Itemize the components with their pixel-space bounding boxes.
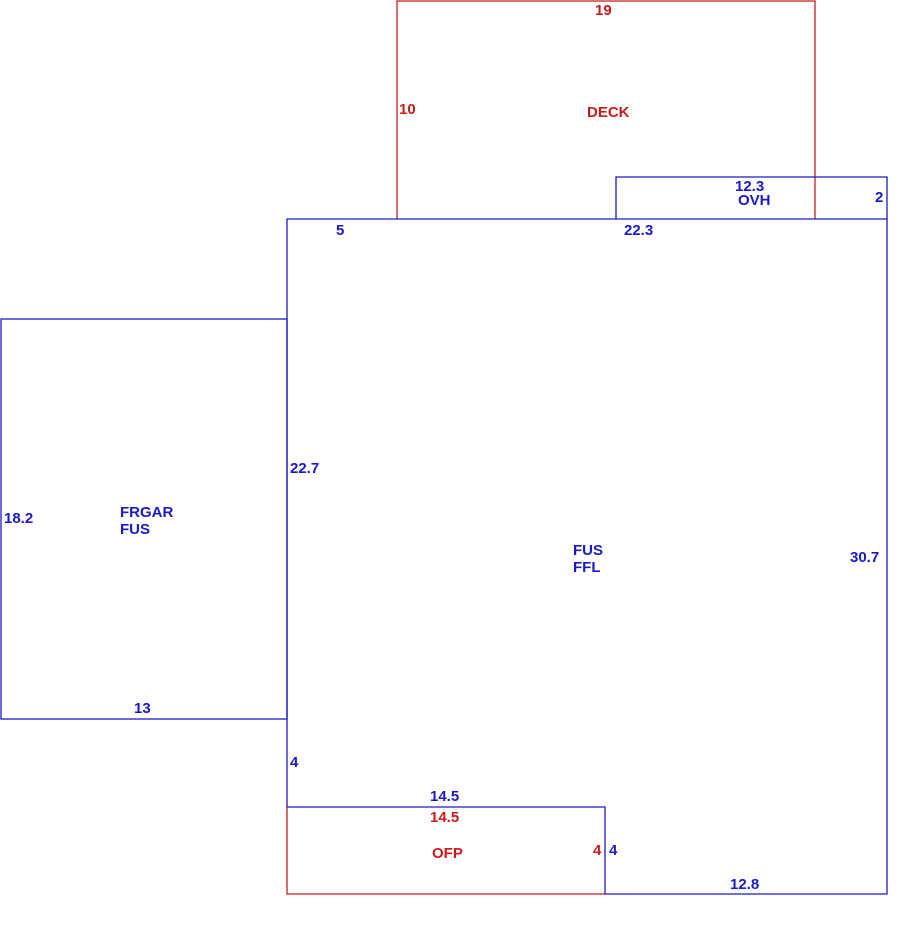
ovh-top-dimension: 12.3 xyxy=(735,178,764,195)
garage-bottom-dimension: 13 xyxy=(134,700,151,717)
garage-left-dimension: 18.2 xyxy=(4,510,33,527)
garage-label-line1: FRGAR xyxy=(120,504,173,521)
deck-outline xyxy=(396,0,816,219)
main-bottom-dimension: 12.8 xyxy=(730,876,759,893)
ofp-top-dimension-blue: 14.5 xyxy=(430,788,459,805)
garage-outline xyxy=(0,318,288,720)
garage-label-line2: FUS xyxy=(120,521,150,538)
deck-left-dimension: 10 xyxy=(399,101,416,118)
deck-top-dimension: 19 xyxy=(595,2,612,19)
ovh-label: OVH xyxy=(738,192,771,209)
ofp-top-dimension-red: 14.5 xyxy=(430,809,459,826)
main-right-dimension: 30.7 xyxy=(850,549,879,566)
main-left-dimension: 22.7 xyxy=(290,460,319,477)
ofp-right-dimension-red: 4 xyxy=(593,842,602,859)
ovh-right-dimension: 2 xyxy=(875,189,883,206)
ovh-outline xyxy=(615,176,888,219)
main-top-left-dimension: 5 xyxy=(336,222,344,239)
deck-label: DECK xyxy=(587,104,630,121)
ovh-bottom-dimension: 22.3 xyxy=(624,222,653,239)
main-label-line2: FFL xyxy=(573,559,601,576)
ofp-right-dimension-blue: 4 xyxy=(609,842,618,859)
main-label-line1: FUS xyxy=(573,542,603,559)
ofp-label: OFP xyxy=(432,845,463,862)
main-lower-left-dimension: 4 xyxy=(290,754,299,771)
ofp-outline xyxy=(286,807,605,895)
